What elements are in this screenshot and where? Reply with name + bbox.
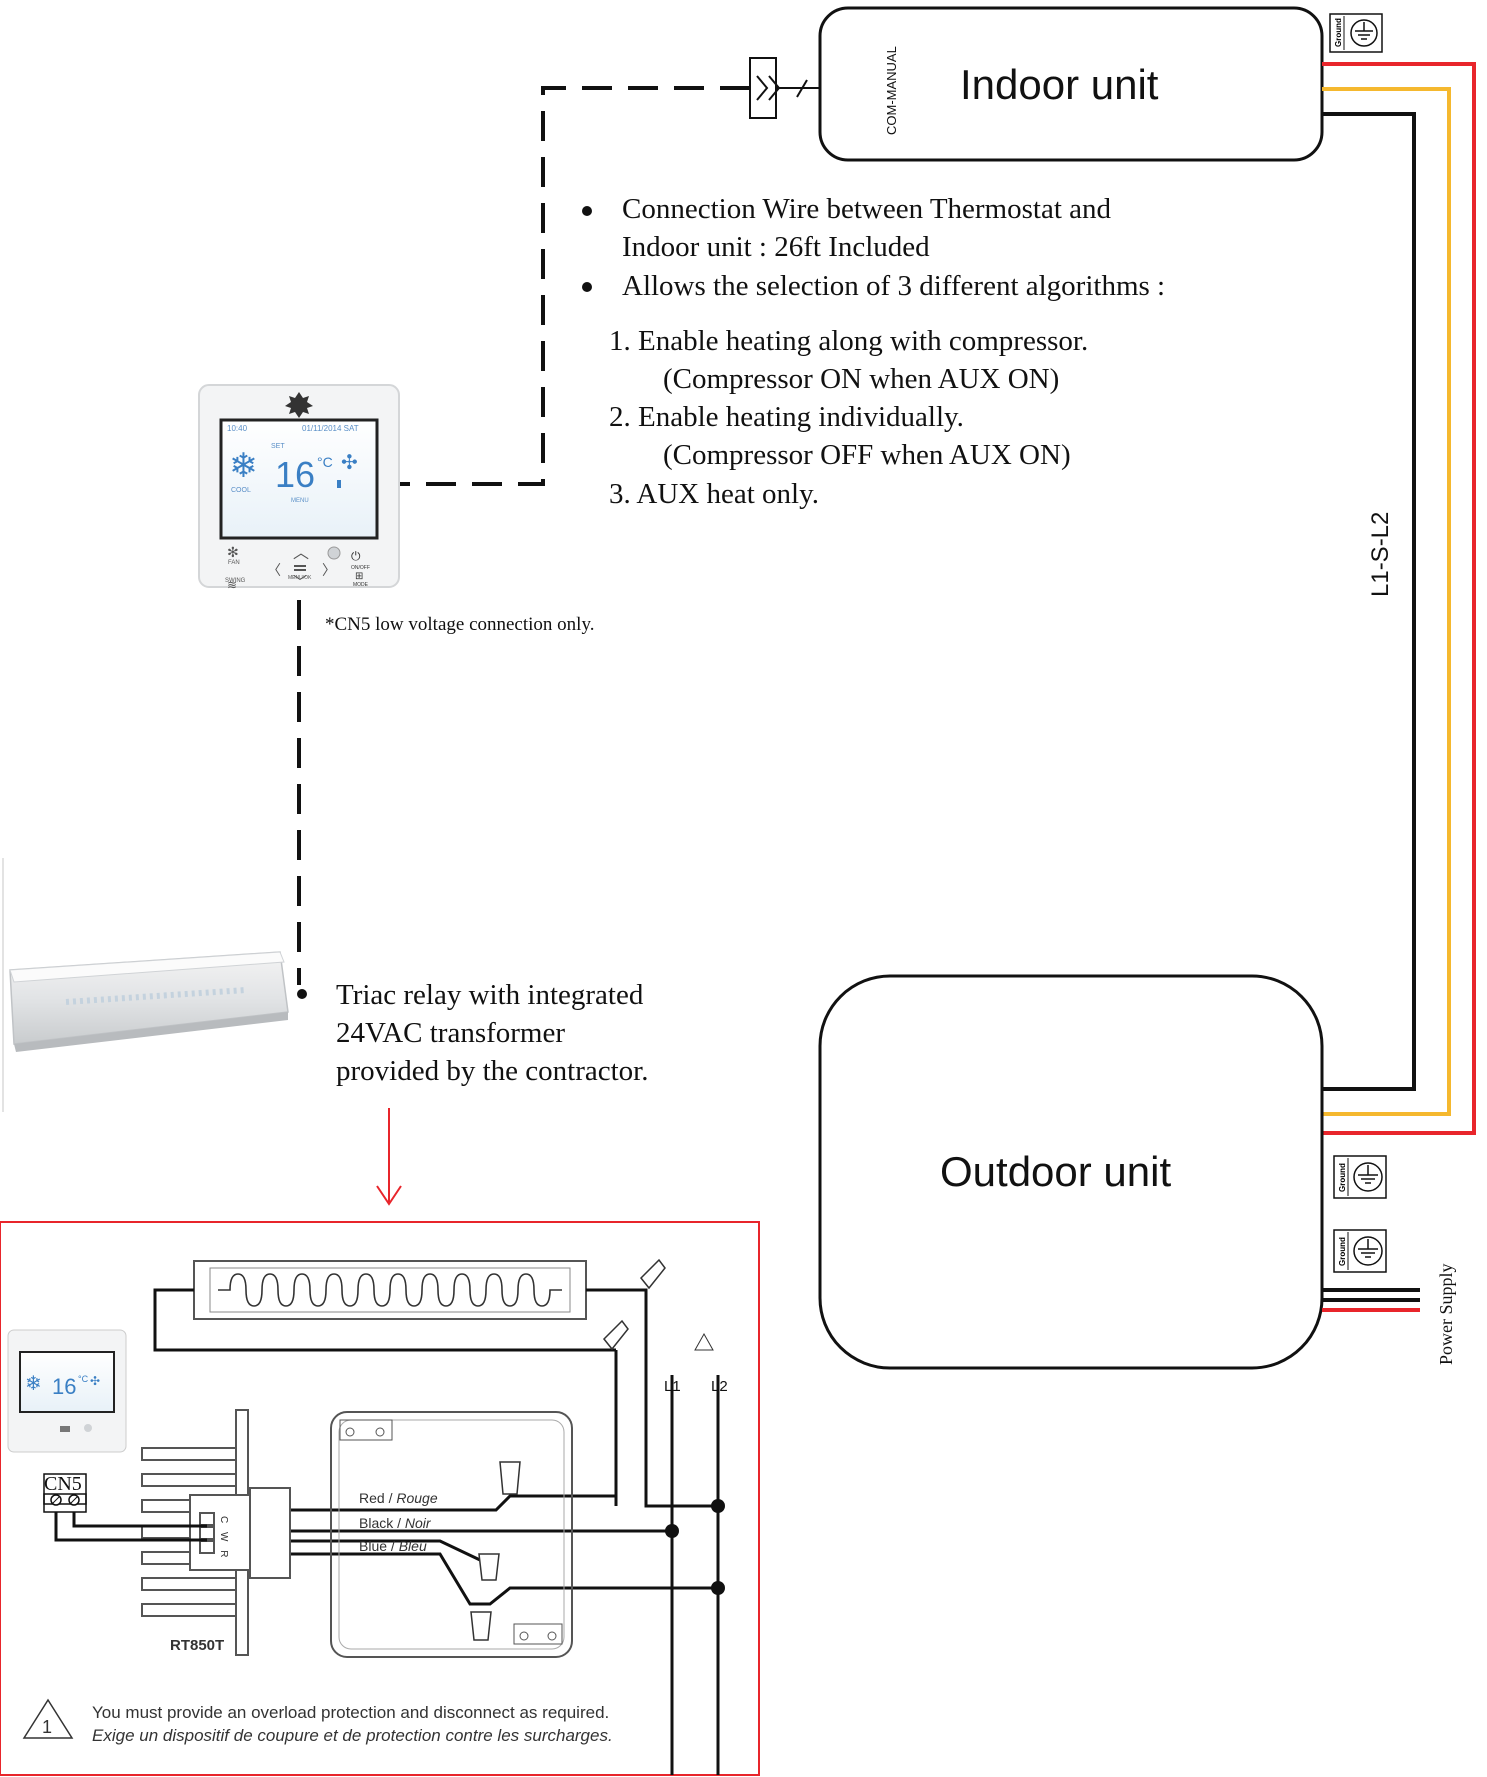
outdoor-unit-label: Outdoor unit bbox=[940, 1148, 1171, 1195]
svg-text:Ground: Ground bbox=[1334, 18, 1343, 47]
wiring-detail-panel: L1 L2 Red / Rouge Black / Noir Blue / Bl… bbox=[0, 1221, 760, 1776]
swing-button-icon: ≋ bbox=[227, 578, 237, 592]
wire-label: L1-S-L2 bbox=[1367, 512, 1394, 597]
svg-text:ON/OFF: ON/OFF bbox=[351, 565, 370, 571]
warning-triangle-icon bbox=[694, 1332, 714, 1351]
power-wires bbox=[1322, 62, 1476, 1135]
snowflake-icon: ❄ bbox=[229, 446, 258, 486]
warning-text-fr: Exige un dispositif de coupure et de pro… bbox=[92, 1726, 613, 1745]
junction-dots bbox=[665, 1499, 725, 1595]
svg-text:MENU/OK: MENU/OK bbox=[288, 575, 312, 581]
svg-text:Triac relay with integrated: Triac relay with integrated bbox=[336, 979, 644, 1011]
algorithm-3: 3. AUX heat only. bbox=[609, 478, 819, 510]
thermostat: 10:40 01/11/2014 SAT ❄ COOL SET 16 °C ✣ … bbox=[198, 384, 400, 592]
algorithm-2-detail: (Compressor OFF when AUX ON) bbox=[663, 439, 1071, 471]
cn5-note: *CN5 low voltage connection only. bbox=[325, 614, 594, 635]
cn5-terminal bbox=[43, 1473, 87, 1513]
svg-text:10:40: 10:40 bbox=[227, 424, 248, 433]
indoor-unit-box bbox=[818, 6, 1324, 162]
relay-model-label: RT850T bbox=[170, 1637, 224, 1654]
svg-text:Ground: Ground bbox=[1338, 1237, 1347, 1266]
ground-icon: Ground bbox=[1333, 1155, 1387, 1199]
rt850t-relay bbox=[141, 1409, 291, 1656]
svg-text:°C: °C bbox=[317, 454, 333, 470]
algorithm-1-detail: (Compressor ON when AUX ON) bbox=[663, 363, 1059, 395]
svg-text:COOL: COOL bbox=[231, 487, 251, 494]
fan-speed-icon: ✣ bbox=[341, 450, 358, 474]
warning-triangle-icon: 1 bbox=[22, 1698, 74, 1739]
fan-button-icon: ✻ bbox=[227, 545, 239, 561]
wire-red-label: Red / Rouge bbox=[359, 1490, 438, 1506]
note-bullet-2: Allows the selection of 3 different algo… bbox=[622, 270, 1165, 302]
heater-note: Triac relay with integrated 24VAC transf… bbox=[297, 979, 648, 1087]
svg-text:✣: ✣ bbox=[90, 1374, 100, 1388]
power-supply-label: Power Supply bbox=[1436, 1263, 1456, 1365]
setpoint-temperature: 16 bbox=[275, 454, 315, 495]
mode-button-icon: ⊞ bbox=[355, 571, 363, 582]
svg-text:01/11/2014 SAT: 01/11/2014 SAT bbox=[302, 424, 359, 433]
ground-icon: Ground bbox=[1329, 13, 1383, 53]
l2-label: L2 bbox=[711, 1378, 728, 1395]
svg-text:MENU: MENU bbox=[291, 498, 309, 504]
outdoor-unit-box bbox=[818, 974, 1324, 1370]
wire-nut-icon bbox=[470, 1258, 666, 1641]
baseboard-heater bbox=[2, 858, 289, 1112]
svg-text:MODE: MODE bbox=[353, 582, 369, 588]
com-manual-label: COM-MANUAL bbox=[884, 46, 899, 135]
l1-label: L1 bbox=[664, 1378, 681, 1395]
cn5-label: CN5 bbox=[44, 1473, 82, 1495]
warning-text-en: You must provide an overload protection … bbox=[92, 1703, 609, 1722]
power-button-icon: ⏻ bbox=[351, 549, 361, 563]
svg-text:FAN: FAN bbox=[228, 560, 240, 566]
wire-blue-label: Blue / Bleu bbox=[359, 1538, 427, 1554]
svg-text:SWING: SWING bbox=[225, 578, 246, 584]
brand-logo-icon bbox=[285, 392, 313, 418]
svg-text:Ground: Ground bbox=[1338, 1163, 1347, 1192]
svg-text:16: 16 bbox=[52, 1374, 76, 1399]
svg-text:1: 1 bbox=[42, 1717, 52, 1737]
cwr-terminal-label: C W R bbox=[218, 1516, 229, 1560]
power-supply-wires bbox=[1322, 1288, 1420, 1312]
algorithm-2: 2. Enable heating individually. bbox=[609, 401, 964, 433]
down-arrow-icon: ﹀ bbox=[293, 575, 307, 591]
notes-block: Connection Wire between Thermostat and I… bbox=[582, 193, 1165, 510]
note-bullet-1-cont: Indoor unit : 26ft Included bbox=[622, 231, 930, 263]
algorithm-1: 1. Enable heating along with compressor. bbox=[609, 325, 1088, 357]
snowflake-icon: ❄ bbox=[25, 1371, 42, 1395]
indoor-unit-label: Indoor unit bbox=[960, 61, 1159, 108]
right-arrow-icon: 〉 bbox=[322, 563, 336, 579]
up-arrow-icon: ︿ bbox=[293, 543, 309, 562]
svg-text:24VAC transformer: 24VAC transformer bbox=[336, 1017, 565, 1049]
svg-text:°C: °C bbox=[78, 1374, 89, 1384]
thermostat-small: ❄ 16 °C ✣ bbox=[7, 1329, 127, 1453]
svg-text:provided by the contractor.: provided by the contractor. bbox=[336, 1055, 648, 1087]
heating-coil bbox=[218, 1273, 562, 1307]
down-arrow-icon bbox=[376, 1108, 402, 1206]
ground-icon: Ground bbox=[1333, 1229, 1387, 1273]
note-bullet-1: Connection Wire between Thermostat and bbox=[622, 193, 1112, 225]
left-arrow-icon: 〈 bbox=[267, 563, 281, 579]
communication-wire bbox=[297, 86, 750, 985]
wire-black-label: Black / Noir bbox=[359, 1515, 432, 1531]
svg-text:SET: SET bbox=[271, 443, 285, 450]
